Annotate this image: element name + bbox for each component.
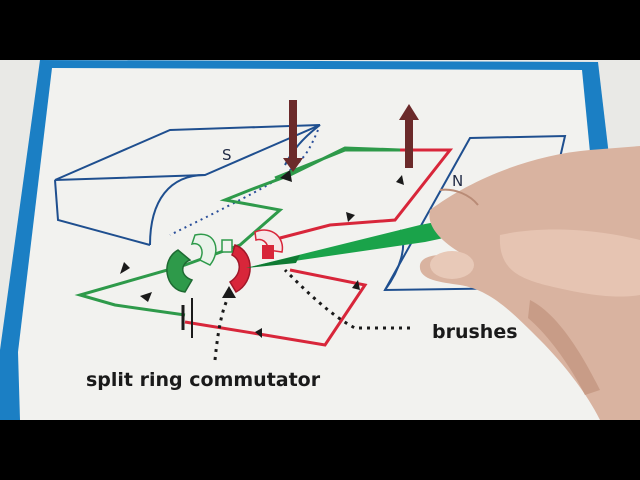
south-pole-label: S bbox=[222, 146, 232, 164]
force-arrow-down bbox=[283, 100, 303, 172]
commutator-label: split ring commutator bbox=[86, 369, 321, 391]
brushes-pointer-dots bbox=[283, 268, 410, 330]
brush-green bbox=[221, 239, 233, 253]
paper-sheet bbox=[18, 68, 616, 420]
brushes-label: brushes bbox=[432, 321, 518, 343]
letterbox-bottom bbox=[0, 420, 640, 480]
force-arrow-up bbox=[399, 104, 419, 168]
brush-red bbox=[262, 245, 274, 259]
letterbox-top bbox=[0, 0, 640, 60]
commutator-ring-green bbox=[190, 233, 217, 266]
photo-scene: S N bbox=[0, 60, 640, 420]
coil-axis-dotted bbox=[169, 129, 319, 236]
current-arrows bbox=[120, 170, 404, 338]
commutator-half-green bbox=[166, 249, 194, 293]
commutator-half-red bbox=[228, 244, 251, 293]
battery-symbol bbox=[181, 298, 193, 338]
hand bbox=[419, 146, 640, 420]
circuit-wire-red bbox=[184, 268, 368, 347]
commutator-pointer-head bbox=[222, 286, 236, 298]
north-pole-label: N bbox=[452, 172, 463, 190]
scene-svg: S N bbox=[0, 60, 640, 420]
